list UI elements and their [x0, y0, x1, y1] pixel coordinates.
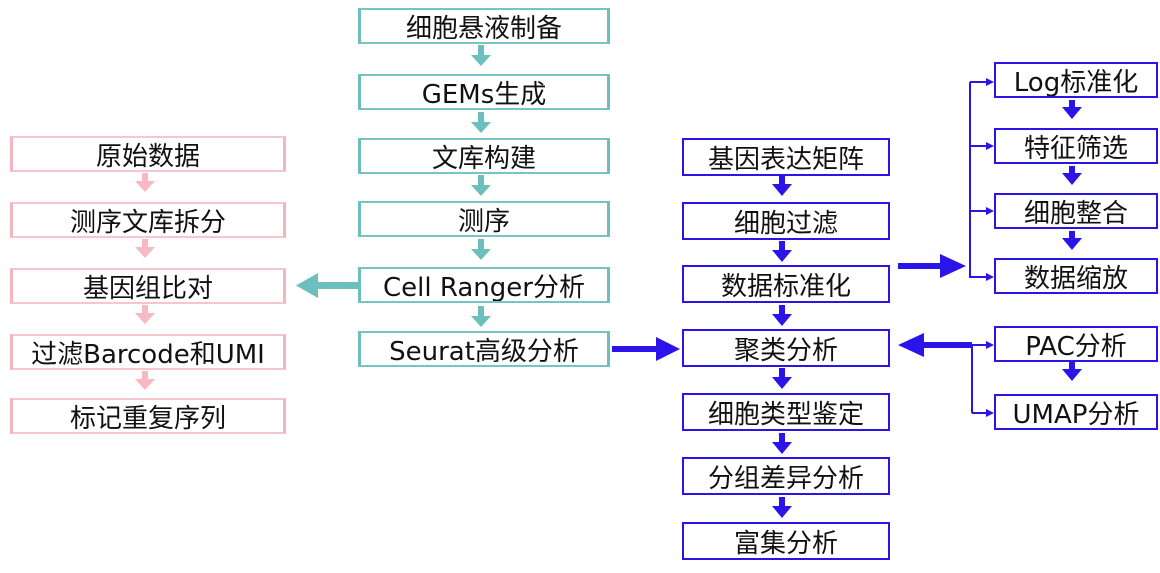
main-step-expression-matrix: 基因表达矩阵 [682, 138, 890, 176]
left-step-raw-data: 原始数据 [10, 136, 286, 172]
left-step-demultiplex: 测序文库拆分 [10, 202, 286, 238]
main-down-arrows [772, 175, 792, 518]
middle-step-cell-suspension: 细胞悬液制备 [358, 8, 610, 44]
main-step-normalization: 数据标准化 [682, 265, 890, 303]
norm-step-scaling: 数据缩放 [994, 258, 1158, 294]
dimred-step-umap: UMAP分析 [994, 394, 1158, 430]
left-step-filter-barcode-umi: 过滤Barcode和UMI [10, 334, 286, 370]
middle-down-arrows [471, 45, 491, 327]
cellranger-to-left-arrow [296, 273, 358, 298]
dimred-bracket-heads [986, 341, 994, 417]
normalization-bracket-heads [986, 78, 994, 281]
dimred-down-arrow [1062, 362, 1082, 381]
main-step-cell-type: 细胞类型鉴定 [682, 393, 890, 431]
left-down-arrows [135, 173, 155, 390]
dimred-step-pac: PAC分析 [994, 326, 1158, 362]
norm-step-log: Log标准化 [994, 62, 1158, 98]
normalization-bracket [969, 81, 988, 278]
middle-step-sequencing: 测序 [358, 201, 610, 237]
middle-step-library: 文库构建 [358, 138, 610, 174]
middle-step-seurat: Seurat高级分析 [358, 331, 610, 367]
left-step-mark-duplicates: 标记重复序列 [10, 398, 286, 434]
dimred-to-cluster-arrow [898, 333, 972, 357]
seurat-to-cluster-arrow [612, 337, 680, 361]
normalize-to-group-arrow [898, 254, 966, 278]
main-step-differential: 分组差异分析 [682, 457, 890, 495]
left-step-alignment: 基因组比对 [10, 268, 286, 304]
main-step-cell-filter: 细胞过滤 [682, 202, 890, 240]
main-step-clustering: 聚类分析 [682, 329, 890, 367]
main-step-enrichment: 富集分析 [682, 522, 890, 560]
dimred-bracket [971, 344, 988, 414]
norm-step-feature-select: 特征筛选 [994, 128, 1158, 164]
middle-step-cellranger: Cell Ranger分析 [358, 267, 610, 303]
norm-step-integration: 细胞整合 [994, 193, 1158, 229]
normalization-down-arrows [1062, 100, 1082, 250]
middle-step-gems: GEMs生成 [358, 74, 610, 110]
